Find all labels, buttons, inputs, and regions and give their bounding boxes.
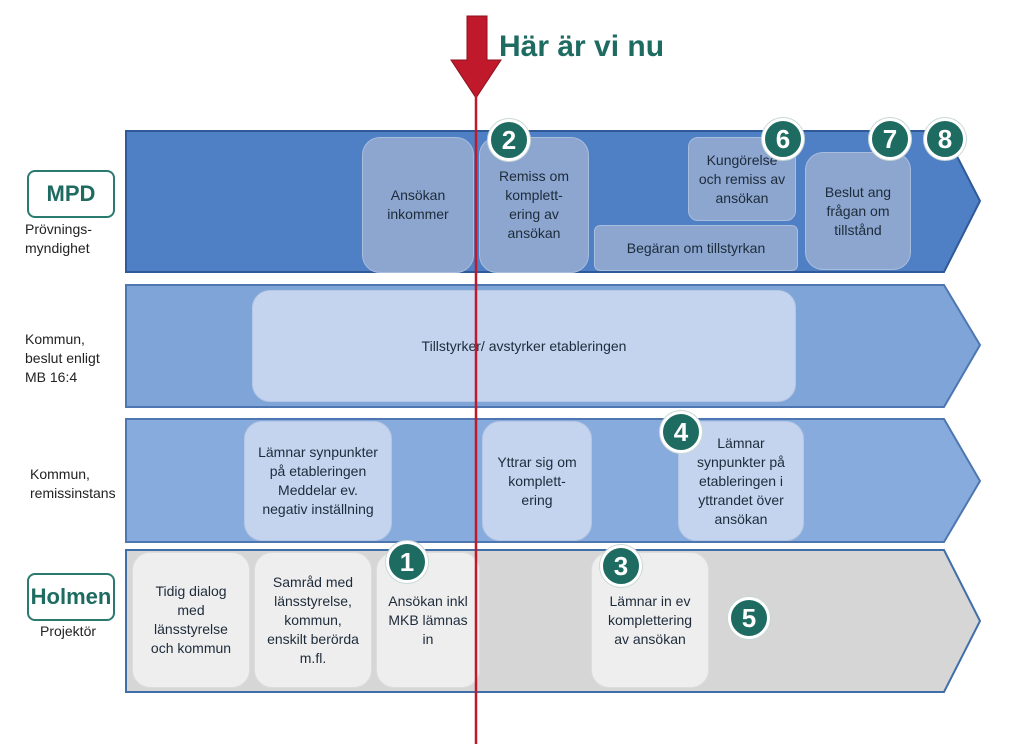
badge-7: 7 bbox=[869, 118, 911, 160]
box-lamnar-synpunkter-2: Lämnar synpunkter på etableringen i yttr… bbox=[678, 421, 804, 541]
box-samrad: Samråd med länsstyrelse, kommun, enskilt… bbox=[254, 552, 372, 688]
badge-4: 4 bbox=[660, 411, 702, 453]
box-yttrar: Yttrar sig om komplett- ering bbox=[482, 421, 592, 541]
org-holmen: Holmen bbox=[27, 573, 115, 621]
box-ansokan-inkommer: Ansökan inkommer bbox=[362, 137, 474, 273]
lane-label-mpd: Prövnings- myndighet bbox=[25, 221, 92, 256]
lane-label-kommun-beslut: Kommun, beslut enligt MB 16:4 bbox=[25, 331, 100, 385]
lane-label-kommun-remiss: Kommun, remissinstans bbox=[30, 466, 116, 501]
box-lamnar-synpunkter-1: Lämnar synpunkter på etableringen Meddel… bbox=[244, 421, 392, 541]
box-tillstyrker: Tillstyrker/ avstyrker etableringen bbox=[252, 290, 796, 402]
here-marker-text: Här är vi nu bbox=[499, 30, 665, 63]
badge-5: 5 bbox=[728, 597, 770, 639]
badge-2: 2 bbox=[488, 119, 530, 161]
lane-label-holmen: Projektör bbox=[40, 623, 97, 639]
badge-6: 6 bbox=[762, 118, 804, 160]
org-mpd: MPD bbox=[27, 170, 115, 218]
badge-8: 8 bbox=[924, 118, 966, 160]
box-begaran: Begäran om tillstyrkan bbox=[594, 225, 798, 271]
box-beslut: Beslut ang frågan om tillstånd bbox=[805, 152, 911, 270]
badge-1: 1 bbox=[386, 541, 428, 583]
badge-3: 3 bbox=[600, 545, 642, 587]
box-remiss: Remiss om komplett- ering av ansökan bbox=[479, 137, 589, 273]
box-tidig-dialog: Tidig dialog med länsstyrelse och kommun bbox=[132, 552, 250, 688]
